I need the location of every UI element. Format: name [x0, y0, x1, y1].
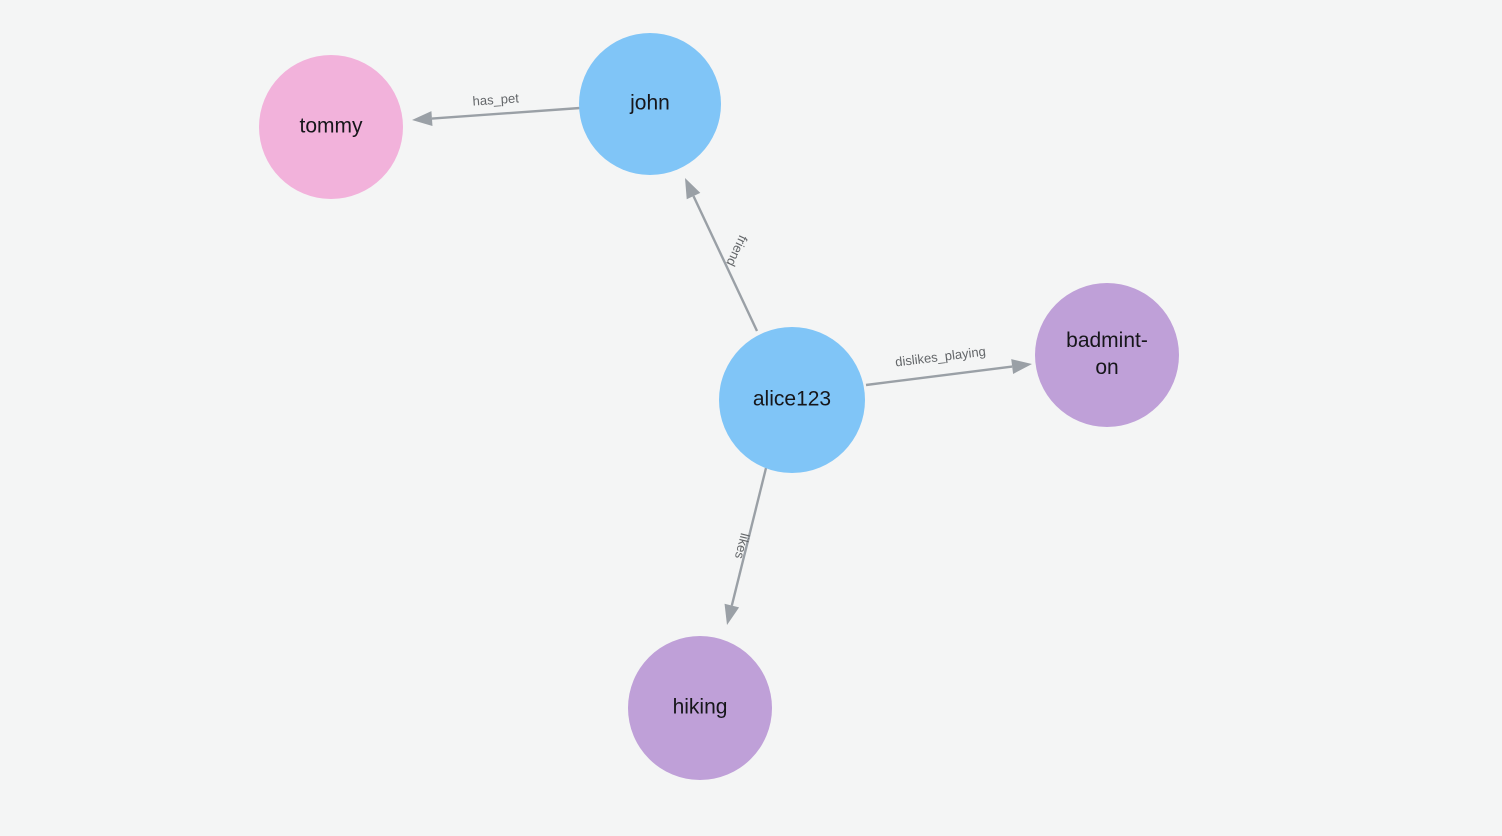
edge-label: likes	[732, 532, 753, 561]
node-circle-john[interactable]	[579, 33, 721, 175]
edge-arrowhead-icon	[724, 603, 740, 625]
edge-line	[692, 195, 759, 332]
graph-node[interactable]: hiking	[628, 636, 772, 780]
edge-label: dislikes_playing	[894, 344, 986, 370]
edge-arrowhead-icon	[1011, 359, 1032, 374]
graph-edge[interactable]: friend	[685, 178, 759, 332]
node-circle-badminton[interactable]	[1035, 283, 1179, 427]
edge-line	[431, 106, 581, 120]
edge-arrowhead-icon	[685, 178, 701, 200]
edge-arrowhead-icon	[412, 111, 433, 127]
graph-edge[interactable]: dislikes_playing	[865, 344, 1032, 387]
node-circle-tommy[interactable]	[259, 55, 403, 199]
graph-node[interactable]: alice123	[719, 327, 865, 473]
graph-node[interactable]: john	[579, 33, 721, 175]
graph-edge[interactable]: has_pet	[412, 90, 581, 127]
node-circle-alice123[interactable]	[719, 327, 865, 473]
edge-line	[730, 467, 768, 606]
edge-line	[865, 365, 1013, 387]
edge-label: friend	[723, 233, 750, 269]
graph-node[interactable]: badmint-on	[1035, 283, 1179, 427]
edge-label: has_pet	[472, 90, 520, 108]
graph-edge[interactable]: likes	[724, 467, 768, 625]
nodes-layer: tommy john alice123 badmint-on hiking	[259, 33, 1179, 780]
node-circle-hiking[interactable]	[628, 636, 772, 780]
graph-node[interactable]: tommy	[259, 55, 403, 199]
